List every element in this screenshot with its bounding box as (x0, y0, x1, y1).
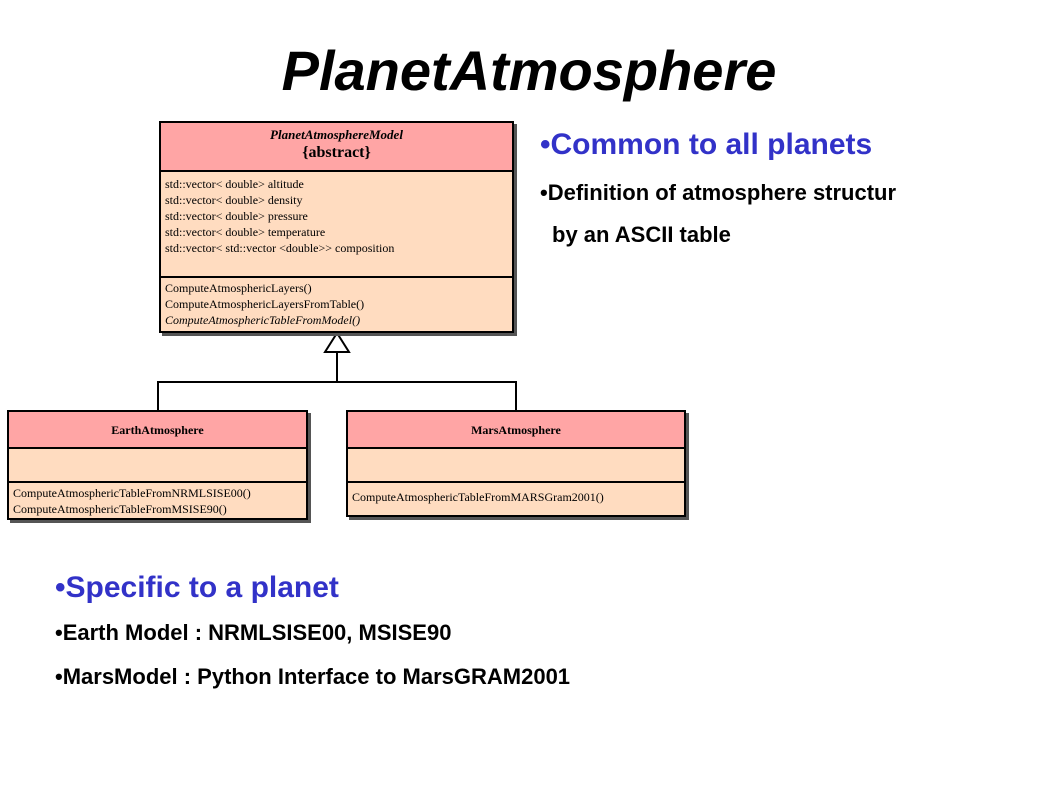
attribute: std::vector< std::vector <double>> compo… (165, 241, 395, 255)
class-earth-atmosphere[interactable]: EarthAtmosphere ComputeAtmosphericTableF… (7, 410, 308, 520)
operation: ComputeAtmosphericLayers() (165, 281, 312, 295)
class-mars-atmosphere[interactable]: MarsAtmosphere ComputeAtmosphericTableFr… (346, 410, 686, 517)
specific-bullets: •Specific to a planet •Earth Model : NRM… (55, 568, 570, 692)
page-title: PlanetAtmosphere (281, 39, 777, 102)
class-attributes (348, 449, 684, 483)
class-planet-atmosphere-model[interactable]: PlanetAtmosphereModel {abstract} std::ve… (159, 121, 514, 333)
attribute: std::vector< double> density (165, 193, 303, 207)
class-attributes (9, 449, 306, 483)
operation: ComputeAtmosphericTableFromMSISE90() (13, 502, 227, 516)
class-header: PlanetAtmosphereModel {abstract} (161, 123, 512, 172)
operation: ComputeAtmosphericTableFromMARSGram2001(… (352, 490, 604, 504)
operation: ComputeAtmosphericTableFromNRMLSISE00() (13, 486, 251, 500)
specific-heading: •Specific to a planet (55, 571, 339, 604)
attribute: std::vector< double> altitude (165, 177, 304, 191)
class-name: MarsAtmosphere (471, 423, 561, 437)
class-name: PlanetAtmosphereModel (270, 127, 403, 142)
specific-mars: •MarsModel : Python Interface to MarsGRA… (55, 664, 571, 689)
class-name: EarthAtmosphere (111, 423, 204, 437)
common-line-2: by an ASCII table (552, 222, 731, 247)
specific-earth: •Earth Model : NRMLSISE00, MSISE90 (55, 620, 452, 645)
attribute: std::vector< double> pressure (165, 209, 308, 223)
class-operations: ComputeAtmosphericTableFromMARSGram2001(… (348, 483, 684, 507)
inheritance-branch-line (157, 381, 517, 411)
class-header: EarthAtmosphere (9, 412, 306, 449)
operation-abstract: ComputeAtmosphericTableFromModel() (165, 313, 361, 327)
inheritance-arrowhead (323, 331, 351, 353)
operation: ComputeAtmosphericLayersFromTable() (165, 297, 365, 311)
common-line-1: •Definition of atmosphere structur (540, 180, 897, 205)
class-operations: ComputeAtmosphericLayers() ComputeAtmosp… (161, 278, 512, 330)
class-stereotype: {abstract} (302, 144, 371, 161)
common-bullets: •Common to all planets •Definition of at… (540, 125, 896, 251)
class-operations: ComputeAtmosphericTableFromNRMLSISE00() … (9, 483, 306, 519)
attribute: std::vector< double> temperature (165, 225, 326, 239)
common-heading: •Common to all planets (540, 128, 873, 161)
class-header: MarsAtmosphere (348, 412, 684, 449)
class-attributes: std::vector< double> altitude std::vecto… (161, 172, 512, 278)
